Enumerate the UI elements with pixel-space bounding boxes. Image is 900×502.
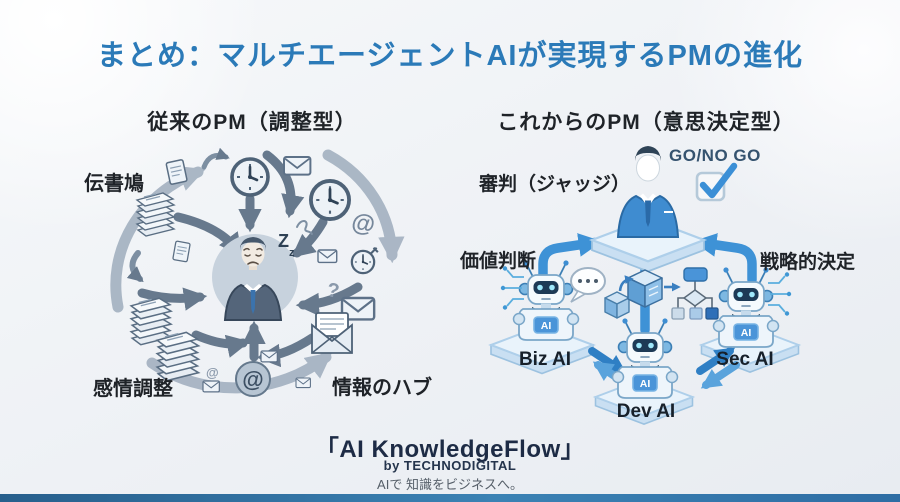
label-biz-ai: Biz AI xyxy=(518,349,572,370)
at-symbol: @ xyxy=(206,365,219,380)
label-info-hub: 情報のハブ xyxy=(332,377,432,399)
sec-ai-badge: AI xyxy=(741,327,752,339)
label-judge: 審判（ジャッジ） xyxy=(479,174,631,195)
sleep-z-large: Z xyxy=(278,231,289,251)
data-cubes-icon xyxy=(604,269,681,319)
question-mark: ? xyxy=(325,279,341,303)
traditional-pm-diagram: Z z @ xyxy=(110,147,405,397)
envelope-icon xyxy=(283,156,312,176)
sleep-z-small: z xyxy=(289,247,295,259)
label-strategic-decision: 戦略的決定 xyxy=(760,252,856,273)
at-symbol-badge: @ xyxy=(235,361,271,397)
document-icon xyxy=(172,240,191,263)
swirl-arrows xyxy=(137,150,363,368)
left-heading: 従来のPM（調整型） xyxy=(147,111,357,134)
label-dev-ai: Dev AI xyxy=(616,401,676,422)
open-envelope-icon xyxy=(311,312,353,354)
footer-tagline: AIで 知識をビジネスへ。 xyxy=(377,477,523,492)
at-symbol: @ xyxy=(350,209,377,239)
envelope-icon xyxy=(202,380,220,393)
footer-brand: 「AI KnowledgeFlow」 xyxy=(314,436,586,463)
future-pm-diagram: AI AI AI xyxy=(489,146,800,426)
speech-bubble-icon xyxy=(570,267,606,303)
curl-arrow-icons xyxy=(126,147,313,283)
paper-stack-icon xyxy=(136,192,175,237)
clock-icon xyxy=(230,157,270,197)
biz-ai-badge: AI xyxy=(541,320,552,332)
label-carrier-pigeon: 伝書鳩 xyxy=(84,173,144,195)
go-checkbox xyxy=(695,162,738,202)
stopwatch-icon xyxy=(350,246,379,275)
page-title: まとめ：マルチエージェントAIが実現するPMの進化 xyxy=(97,40,803,72)
stressed-pm-figure: Z z xyxy=(212,231,298,321)
label-sec-ai: Sec AI xyxy=(716,349,774,370)
flowchart-icon xyxy=(671,267,719,320)
dev-ai-badge: AI xyxy=(640,378,651,390)
envelope-icon xyxy=(317,249,338,264)
label-emotion-adjust: 感情調整 xyxy=(93,378,173,400)
clock-icon xyxy=(309,179,351,221)
circuit-trace-icon xyxy=(767,271,793,317)
bottom-accent-bar xyxy=(0,494,900,502)
label-go-no-go: GO/NO GO xyxy=(669,146,761,165)
svg-text:@: @ xyxy=(242,367,263,392)
label-value-judgment: 価値判断 xyxy=(460,251,537,272)
envelope-icon xyxy=(295,377,311,389)
document-icon xyxy=(165,158,188,186)
judge-figure xyxy=(616,146,680,238)
footer-byline: by TECHNODIGITAL xyxy=(383,458,517,473)
right-heading: これからのPM（意思決定型） xyxy=(497,111,795,134)
envelope-icon xyxy=(260,350,278,363)
